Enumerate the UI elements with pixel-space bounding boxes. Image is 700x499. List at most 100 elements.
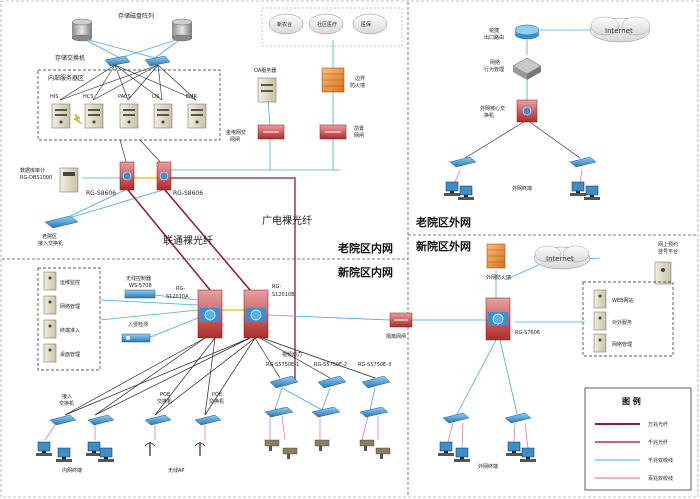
storage-switch-icon [104,55,131,67]
outer-service-server-icon [593,289,607,309]
router-label: 锐捷出口路由 [484,27,504,41]
internal-server-zone [37,69,221,141]
platform-server-icon [654,261,672,285]
mgmt-server-icon [43,271,57,291]
pc-terminal-icon [56,447,72,462]
legend-item: 千兆光纤 [595,439,668,446]
legend-title: 图 例 [622,396,641,406]
pc-terminal-icon [438,441,454,456]
camera-icon [375,447,391,459]
cloud-zone [261,7,403,47]
pc-terminal-icon [584,185,600,200]
gap-oa-label: 金电网交网闸 [226,129,246,143]
legend-item-label: 万兆光纤 [648,421,668,428]
outer-switch-icon [504,412,532,424]
internet-label-new: Internet [546,255,574,263]
service-cloud-icon [308,13,344,35]
router-icon [514,24,540,40]
broadcast-fiber-label: 广电裸光纤 [262,214,312,227]
storage-disk-icon [71,18,93,42]
pc-terminal-icon [86,441,102,456]
service-cloud-icon [268,13,304,35]
outer-terminal-group [444,181,600,200]
ips-label: 入侵检测 [128,321,148,328]
wireless-ap-icon [194,442,206,456]
lightning-icon [73,113,83,125]
pc-terminal-icon [520,447,536,462]
server-icon [119,103,139,129]
isolation-gap-icon [389,312,413,328]
mgmt-server-icon [43,343,57,363]
unicom-fiber-label: 联通裸光纤 [163,234,213,247]
core-b-label: RG-S12010B [272,284,295,298]
server-label: HIS [50,94,58,100]
isolation-gap-label: 隔离网闸 [386,333,406,340]
core-a-label: RG-S12010A [166,286,189,300]
camera-icon [282,447,298,459]
outer-fw-label: 外网防火墙 [486,274,511,281]
internet-cloud-icon [589,16,651,43]
mgmt-label: 桌面管理 [60,351,80,358]
core-switch-left [119,161,135,191]
mgmt-server-icon [43,295,57,315]
aggregation-label: RG-S5750E-1 [266,362,299,368]
core-switch-right [156,161,172,191]
pc-terminal-icon [444,181,460,196]
legend-item-label: 千兆双绞线 [648,457,673,464]
cloud-label: 新农合 [277,21,292,28]
outer-service-label: 网络管理 [612,341,632,348]
zone-new-outer-label: 新院区外网 [416,239,471,253]
outer-service-server-icon [593,311,607,331]
wireless-ap-label: 无线AP [168,467,184,474]
aggregation-label: RG-S5750E-2 [314,362,347,368]
camera-icon [314,439,330,451]
gap-top-label: 前置网闸 [354,125,364,139]
pc-terminal-icon [98,447,114,462]
access-switch-icon [144,414,172,426]
new-outer-terminal-label: 外网终端 [478,463,498,470]
legend-item: 万兆光纤 [595,421,668,428]
aggregation-switch-icon [317,375,347,389]
zone-new-outer: Internet 外网防火墙 网上预约挂号平台 RG-S7606 WEB网站对外… [438,241,678,470]
access-label: 接入交换机 [59,393,74,407]
mgmt-label: 终端准入 [60,327,80,334]
core-switch-a [197,289,223,339]
storage-array-label: 存储磁盘阵列 [118,12,154,20]
internet-label-old: Internet [605,27,633,35]
server-icon [187,103,207,129]
gap-oa-icon [257,124,285,140]
zone-old-inner-label: 老院区内网 [337,241,393,255]
border-fw-label: 边界防火墙 [350,75,365,89]
wireless-ap-group [144,442,206,456]
outer-switch-icon [569,156,597,168]
camera-icon [264,439,280,451]
mgmt-zone [37,267,101,371]
wireless-ap-icon [144,442,156,456]
zone-old-outer-label: 老院区外网 [415,215,471,229]
behavior-label: 网络行为管理 [484,59,504,73]
behavior-mgmt-icon [512,57,542,80]
outer-service-label: 对外服务 [612,319,632,326]
core-switch-b [243,289,269,339]
oa-server-label: OA服务器 [254,67,276,74]
outer-switch-icon [442,412,470,424]
server-label: LIS [152,94,159,100]
outer-core-label: 外网核心交换机 [480,105,505,119]
aggregation-label: RG-S5750E-3 [358,362,391,368]
core-left-label: RG-S8606 [86,190,116,197]
mgmt-server-icon [43,319,57,339]
old-access-label: 老院区接入交换机 [38,233,63,247]
legend-item-label: 百兆双绞线 [648,475,673,482]
access-switch-icon [194,414,222,426]
server-icon [51,103,71,129]
core-right-label: RG-S8606 [173,190,203,197]
new-outer-core-icon [485,297,511,341]
